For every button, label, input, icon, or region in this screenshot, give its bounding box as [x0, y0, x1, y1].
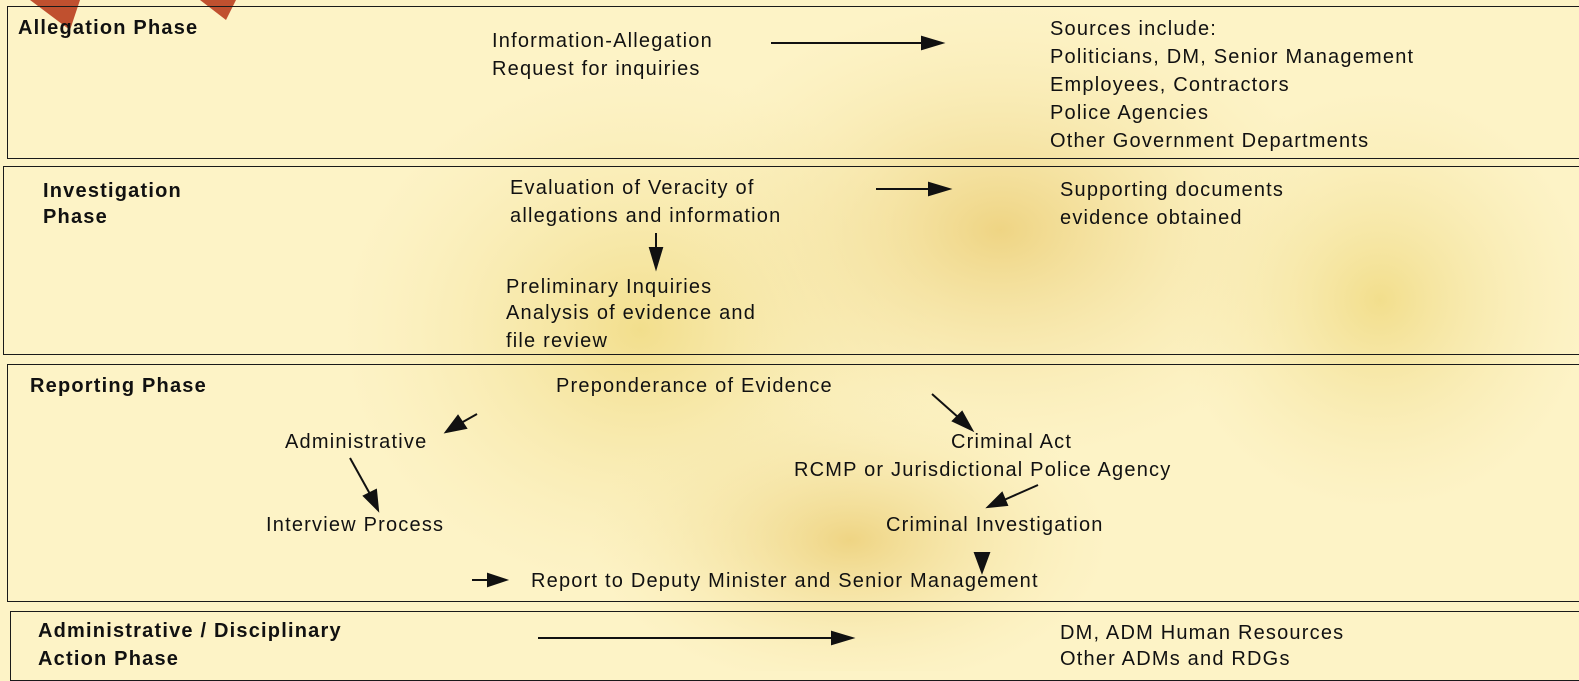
source-item: Other Government Departments	[1050, 130, 1370, 152]
police-agency-text: RCMP or Jurisdictional Police Agency	[794, 459, 1172, 481]
reporting-phase-box	[7, 364, 1579, 602]
criminal-act-text: Criminal Act	[951, 431, 1073, 453]
evaluation-text-line1: Evaluation of Veracity of	[510, 177, 755, 199]
request-inquiries-text: Request for inquiries	[492, 58, 701, 80]
criminal-investigation-text: Criminal Investigation	[886, 514, 1104, 536]
investigation-phase-box	[3, 166, 1579, 355]
investigation-phase-title-line1: Investigation	[43, 180, 182, 202]
supporting-docs-line1: Supporting documents	[1060, 179, 1285, 201]
interview-process-text: Interview Process	[266, 514, 445, 536]
recipients-line2: Other ADMs and RDGs	[1060, 648, 1291, 670]
evaluation-text-line2: allegations and information	[510, 205, 782, 227]
source-item: Politicians, DM, Senior Management	[1050, 46, 1415, 68]
recipients-line1: DM, ADM Human Resources	[1060, 622, 1345, 644]
reporting-phase-title: Reporting Phase	[30, 375, 207, 397]
allegation-phase-title: Allegation Phase	[18, 17, 199, 39]
supporting-docs-line2: evidence obtained	[1060, 207, 1243, 229]
report-to-dm-text: Report to Deputy Minister and Senior Man…	[531, 570, 1039, 592]
preliminary-inquiries-line2: Analysis of evidence and	[506, 302, 757, 324]
preliminary-inquiries-line1: Preliminary Inquiries	[506, 276, 713, 298]
source-item: Employees, Contractors	[1050, 74, 1290, 96]
allegation-phase-box	[7, 6, 1579, 159]
information-allegation-text: Information-Allegation	[492, 30, 713, 52]
preliminary-inquiries-line3: file review	[506, 330, 609, 352]
source-item: Police Agencies	[1050, 102, 1210, 124]
investigation-phase-title-line2: Phase	[43, 206, 108, 228]
administrative-text: Administrative	[285, 431, 428, 453]
disciplinary-phase-title-line2: Action Phase	[38, 648, 180, 670]
disciplinary-phase-title-line1: Administrative / Disciplinary	[38, 620, 342, 642]
sources-heading: Sources include:	[1050, 18, 1218, 40]
preponderance-text: Preponderance of Evidence	[556, 375, 833, 397]
